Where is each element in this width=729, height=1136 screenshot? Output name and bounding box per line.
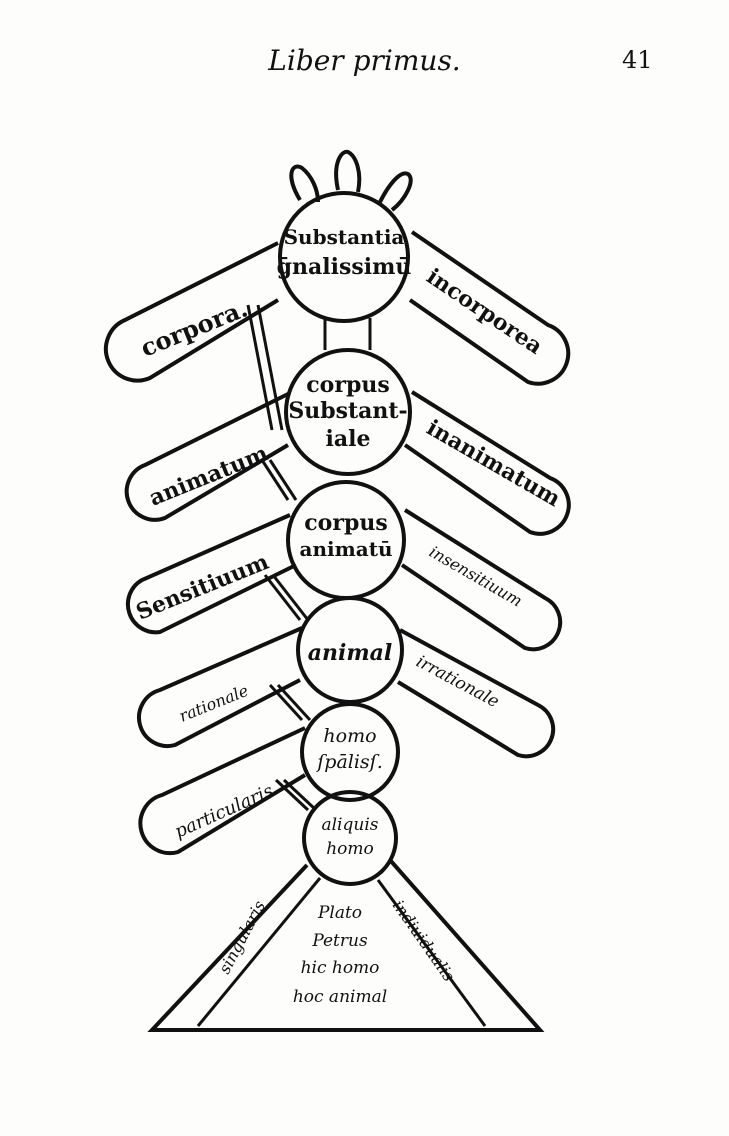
- node-homo-line-2: ſpālisſ.: [315, 751, 383, 773]
- node-corpus-substantiale-line-3: iale: [326, 426, 371, 452]
- node-corpus-substantiale-circle: [284, 348, 412, 476]
- branch-label-rationale: rationale: [176, 681, 251, 726]
- branch-label-inanimatum: inanimatum: [422, 415, 565, 512]
- branch-left-particularis: [138, 726, 307, 856]
- crown-petal-right: [378, 171, 413, 212]
- node-homo-circle: [300, 702, 400, 802]
- branch-label-animatum: animatum: [146, 440, 272, 511]
- crown-petal-center: [334, 149, 362, 193]
- branch-label-particularis: particularis: [171, 780, 276, 842]
- node-substantia-line-2: ḡnalissimū: [277, 254, 412, 280]
- triangle-content-hoc-animal: hoc animal: [293, 987, 387, 1007]
- branch-right-inanimatum: [403, 390, 571, 536]
- node-corpus-substantiale-line-2: Substant-: [288, 398, 407, 424]
- branch-left-animatum: [124, 391, 291, 522]
- node-substantia-line-1: Substantia: [284, 225, 405, 249]
- node-aliquis-homo-line-1: aliquis: [321, 815, 378, 835]
- node-homo-line-1: homo: [323, 725, 376, 747]
- branch-right-insensitiuum: [400, 508, 563, 652]
- branch-right-incorporea: [408, 230, 571, 386]
- triangle-label-singularis: singularis: [215, 897, 269, 976]
- triangle-inner-right-line: [376, 879, 487, 1027]
- triangle-content-plato: Plato: [317, 903, 362, 923]
- triangle-content-petrus: Petrus: [311, 931, 368, 951]
- branch-left-rationale: [137, 626, 303, 748]
- page-header-title: Liber primus.: [268, 44, 461, 77]
- trunk-lines: [246, 304, 372, 812]
- triangle-content-hic-homo: hic homo: [301, 958, 380, 978]
- branch-left-sensitiuum: [125, 513, 297, 635]
- individuals-triangle: [147, 858, 545, 1032]
- node-corpus-animatum-line-1: corpus: [304, 510, 387, 536]
- node-corpus-substantiale-line-1: corpus: [306, 372, 389, 398]
- page-number: 41: [622, 46, 653, 74]
- triangle-inner-left-line: [196, 877, 322, 1027]
- branch-right-irrationale: [396, 628, 556, 759]
- crown-petal-left: [289, 164, 320, 203]
- triangle-label-individualis: indiuidualis: [389, 896, 459, 984]
- node-animal-line-1: animal: [308, 640, 393, 666]
- branch-left-corpora: [103, 241, 280, 383]
- node-aliquis-homo-circle: [302, 790, 398, 886]
- node-aliquis-homo-line-2: homo: [326, 839, 374, 859]
- node-substantia-circle: [278, 191, 410, 323]
- node-corpus-animatum-line-2: animatū: [300, 537, 393, 561]
